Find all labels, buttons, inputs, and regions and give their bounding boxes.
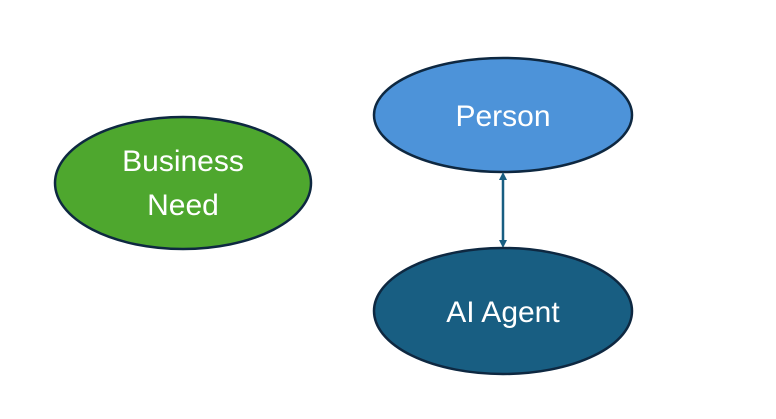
business-need-label-line-2: Need (147, 189, 219, 222)
person-label: Person (455, 100, 550, 133)
business-need-ellipse (53, 115, 313, 251)
business-need-label-line-1: Business (122, 145, 244, 178)
node-ai-agent[interactable]: AI Agent (372, 246, 634, 376)
node-person[interactable]: Person (372, 56, 634, 174)
ai-agent-ellipse (372, 246, 634, 376)
ai-agent-label: AI Agent (446, 296, 560, 329)
node-business-need[interactable]: Business Need (53, 115, 313, 251)
